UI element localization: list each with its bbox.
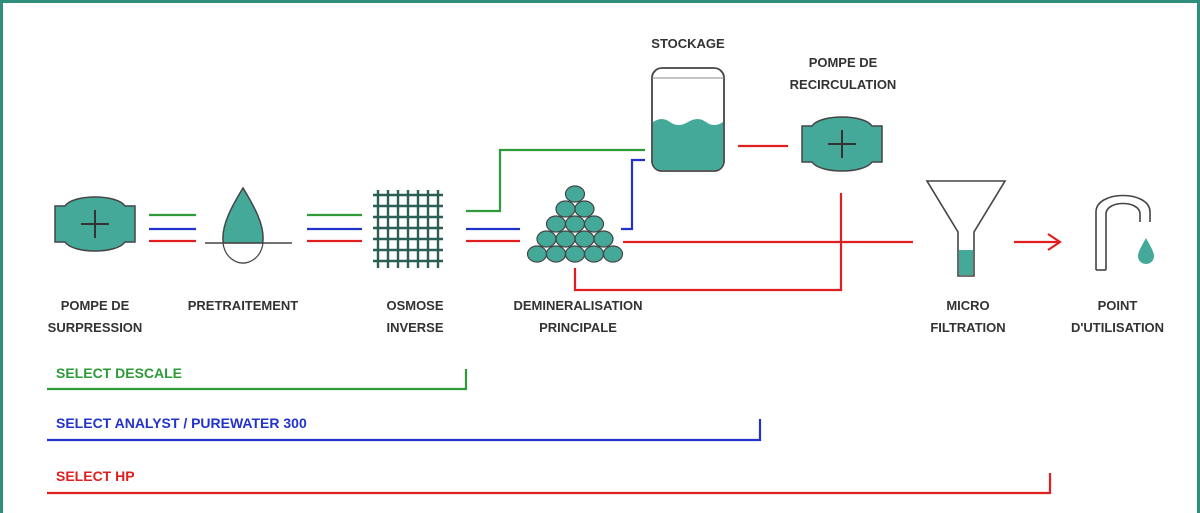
label-line: INVERSE bbox=[386, 320, 444, 335]
booster-pump-icon bbox=[54, 196, 136, 252]
demineralization-resin-icon bbox=[526, 185, 624, 263]
hp-line bbox=[149, 144, 1062, 292]
legend-analyst: SELECT ANALYST / PUREWATER 300 bbox=[56, 415, 307, 431]
descale-range-bracket bbox=[47, 369, 468, 391]
label-line: PRETRAITEMENT bbox=[187, 298, 299, 313]
booster-pump-label: POMPE DE SURPRESSION bbox=[45, 295, 145, 339]
recirculation-pump-label: POMPE DE RECIRCULATION bbox=[778, 52, 908, 96]
label-line: SURPRESSION bbox=[47, 320, 143, 335]
pretreatment-label: PRETRAITEMENT bbox=[183, 295, 303, 317]
label-line: POMPE DE bbox=[60, 298, 130, 313]
pretreatment-drop-icon bbox=[205, 186, 292, 264]
microfiltration-label: MICRO FILTRATION bbox=[918, 295, 1018, 339]
point-of-use-label: POINT D'UTILISATION bbox=[1055, 295, 1180, 339]
label-line: RECIRCULATION bbox=[789, 77, 897, 92]
descale-line bbox=[149, 148, 645, 217]
hp-range-bracket bbox=[47, 473, 1052, 495]
label-line: MICRO bbox=[946, 298, 990, 313]
reverse-osmosis-membrane-icon bbox=[373, 190, 443, 268]
label-line: POINT bbox=[1097, 298, 1138, 313]
label-line: DEMINERALISATION bbox=[513, 298, 643, 313]
label-line: OSMOSE bbox=[386, 298, 444, 313]
recirculation-pump-icon bbox=[801, 116, 883, 172]
demineralization-label: DEMINERALISATION PRINCIPALE bbox=[498, 295, 658, 339]
legend-descale: SELECT DESCALE bbox=[56, 365, 183, 381]
analyst-range-bracket bbox=[47, 419, 762, 442]
legend-hp: SELECT HP bbox=[56, 468, 135, 484]
microfiltration-funnel-icon bbox=[925, 180, 1007, 277]
label-line: D'UTILISATION bbox=[1070, 320, 1165, 335]
label-line: STOCKAGE bbox=[651, 36, 725, 51]
label-line: POMPE DE bbox=[808, 55, 878, 70]
analyst-line bbox=[149, 158, 645, 231]
reverse-osmosis-label: OSMOSE INVERSE bbox=[370, 295, 460, 339]
label-line: FILTRATION bbox=[930, 320, 1006, 335]
storage-label: STOCKAGE bbox=[638, 33, 738, 55]
label-line: PRINCIPALE bbox=[539, 320, 617, 335]
faucet-icon bbox=[1095, 194, 1154, 271]
storage-tank-icon bbox=[651, 67, 725, 172]
